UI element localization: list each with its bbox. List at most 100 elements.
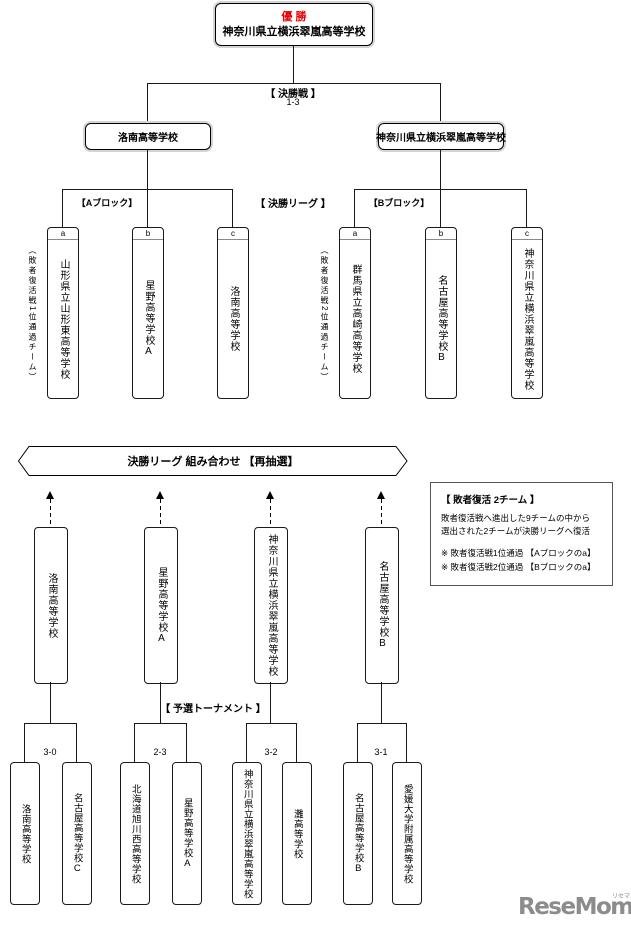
seed-label: c <box>218 228 248 240</box>
team-box-b-c: c 神奈川県立横浜翠嵐高等学校 <box>511 227 543 399</box>
qualifier-label: 【 予選トーナメント 】 <box>160 704 266 715</box>
semifinal-box-right: 神奈川県立横浜翠嵐高等学校 <box>376 123 506 150</box>
team-name: 洛南高等学校 <box>46 572 57 639</box>
champion-box: 優 勝 神奈川県立横浜翠嵐高等学校 <box>215 3 373 46</box>
qualifier-team-box: 名古屋高等学校B <box>343 762 373 905</box>
bracket-line <box>246 723 297 724</box>
bracket-line <box>440 83 441 123</box>
bracket-line <box>76 723 77 762</box>
bracket-line <box>232 189 233 227</box>
info-note: ※ 敗者復活戦2位通過 【Bブロックのa】 <box>441 561 596 572</box>
info-title: 【 敗者復活 2チーム 】 <box>441 495 540 506</box>
team-name: 名古屋高等学校B <box>377 561 388 650</box>
qualifier-team-box: 星野高等学校A <box>172 762 202 905</box>
info-line: 選出された2チームが決勝リーグへ復活 <box>441 526 590 537</box>
bracket-line <box>134 723 187 724</box>
bracket-line <box>62 189 233 190</box>
team-box-a-a: a 山形県立山形東高等学校 <box>47 227 79 399</box>
dashed-line <box>381 499 382 527</box>
team-name: 星野高等学校A <box>181 797 193 870</box>
team-name: 灘高等学校 <box>291 808 303 859</box>
bracket-line <box>406 723 407 762</box>
team-name: 群馬県立高崎高等学校 <box>350 264 361 374</box>
bracket-line <box>62 189 63 227</box>
team-name: 名古屋高等学校B <box>436 274 447 364</box>
arrow-up-icon <box>377 491 385 499</box>
bracket-line <box>296 723 297 762</box>
final-score: 1-3 <box>286 97 300 107</box>
qualifier-team-box: 灘高等学校 <box>282 762 312 905</box>
block-a-label: 【Aブロック】 <box>76 198 138 208</box>
seed-label: b <box>426 228 456 240</box>
bracket-line <box>160 682 161 723</box>
league-team-box: 神奈川県立横浜翠嵐高等学校 <box>254 527 288 684</box>
block-b-label: 【Bブロック】 <box>368 198 430 208</box>
champion-label: 優 勝 <box>281 11 307 24</box>
semifinal-box-left: 洛南高等学校 <box>85 123 211 150</box>
team-name: 名古屋高等学校B <box>352 792 364 875</box>
team-name: 星野高等学校A <box>156 566 167 645</box>
bracket-line <box>293 46 294 83</box>
team-name: 神奈川県立横浜翠嵐高等学校 <box>241 768 253 899</box>
bracket-line <box>357 723 407 724</box>
team-name: 名古屋高等学校C <box>71 792 83 875</box>
match-score: 3-1 <box>374 747 388 757</box>
qualifier-team-box: 洛南高等学校 <box>10 762 40 905</box>
team-box-a-b: b 星野高等学校A <box>132 227 164 399</box>
league-team-box: 星野高等学校A <box>144 527 178 684</box>
team-name: 愛媛大学附属高等学校 <box>401 783 413 884</box>
block-b-note: （敗者復活戦2位通過チーム） <box>320 246 329 383</box>
match-score: 3-0 <box>43 747 57 757</box>
match-score: 3-2 <box>264 747 278 757</box>
bracket-line <box>186 723 187 762</box>
block-a-note: （敗者復活戦1位通過チーム） <box>28 246 37 383</box>
qualifier-team-box: 名古屋高等学校C <box>62 762 92 905</box>
logo-text: ReseMom <box>518 894 631 920</box>
bracket-line <box>24 723 25 762</box>
arrow-up-icon <box>156 491 164 499</box>
team-box-a-c: c 洛南高等学校 <box>217 227 249 399</box>
bracket-line <box>147 150 148 227</box>
qualifier-team-box: 北海道旭川西高等学校 <box>120 762 150 905</box>
semifinal-name: 神奈川県立横浜翠嵐高等学校 <box>376 133 506 144</box>
bracket-line <box>24 723 77 724</box>
bracket-line <box>147 83 441 84</box>
arrow-up-icon <box>46 491 54 499</box>
team-name: 神奈川県立横浜翠嵐高等学校 <box>522 247 533 391</box>
banner-shape <box>17 446 408 476</box>
bracket-line <box>357 723 358 762</box>
league-team-box: 洛南高等学校 <box>34 527 68 684</box>
team-name: 洛南高等学校 <box>19 803 31 864</box>
bracket-line <box>526 189 527 227</box>
league-draw-banner: 決勝リーグ 組み合わせ 【再抽選】 <box>17 446 408 476</box>
seed-label: a <box>48 228 78 240</box>
bracket-line <box>246 723 247 762</box>
banner-text: 決勝リーグ 組み合わせ 【再抽選】 <box>127 456 299 468</box>
team-name: 山形県立山形東高等学校 <box>58 258 69 380</box>
team-name: 北海道旭川西高等学校 <box>129 783 141 884</box>
dashed-line <box>270 499 271 527</box>
bracket-line <box>381 682 382 723</box>
spacer <box>441 538 604 547</box>
team-box-b-b: b 名古屋高等学校B <box>425 227 457 399</box>
team-name: 星野高等学校A <box>143 280 154 358</box>
bracket-line <box>354 189 355 227</box>
league-team-box: 名古屋高等学校B <box>365 527 399 684</box>
qualifier-team-box: 神奈川県立横浜翠嵐高等学校 <box>232 762 262 905</box>
logo-ruby: リセマム <box>612 893 631 900</box>
arrow-up-icon <box>266 491 274 499</box>
bracket-line <box>440 150 441 227</box>
revival-info-box: 【 敗者復活 2チーム 】 敗者復活戦へ進出した9チームの中から 選出された2チ… <box>430 482 613 586</box>
resemom-logo: リセマムReseMom. <box>518 893 631 920</box>
bracket-line <box>50 682 51 723</box>
team-box-b-a: a 群馬県立高崎高等学校 <box>339 227 371 399</box>
bracket-line <box>354 189 527 190</box>
bracket-line <box>147 83 148 123</box>
dashed-line <box>50 499 51 527</box>
match-score: 2-3 <box>153 747 167 757</box>
seed-label: a <box>340 228 370 240</box>
seed-label: c <box>512 228 542 240</box>
dashed-line <box>160 499 161 527</box>
seed-label: b <box>133 228 163 240</box>
